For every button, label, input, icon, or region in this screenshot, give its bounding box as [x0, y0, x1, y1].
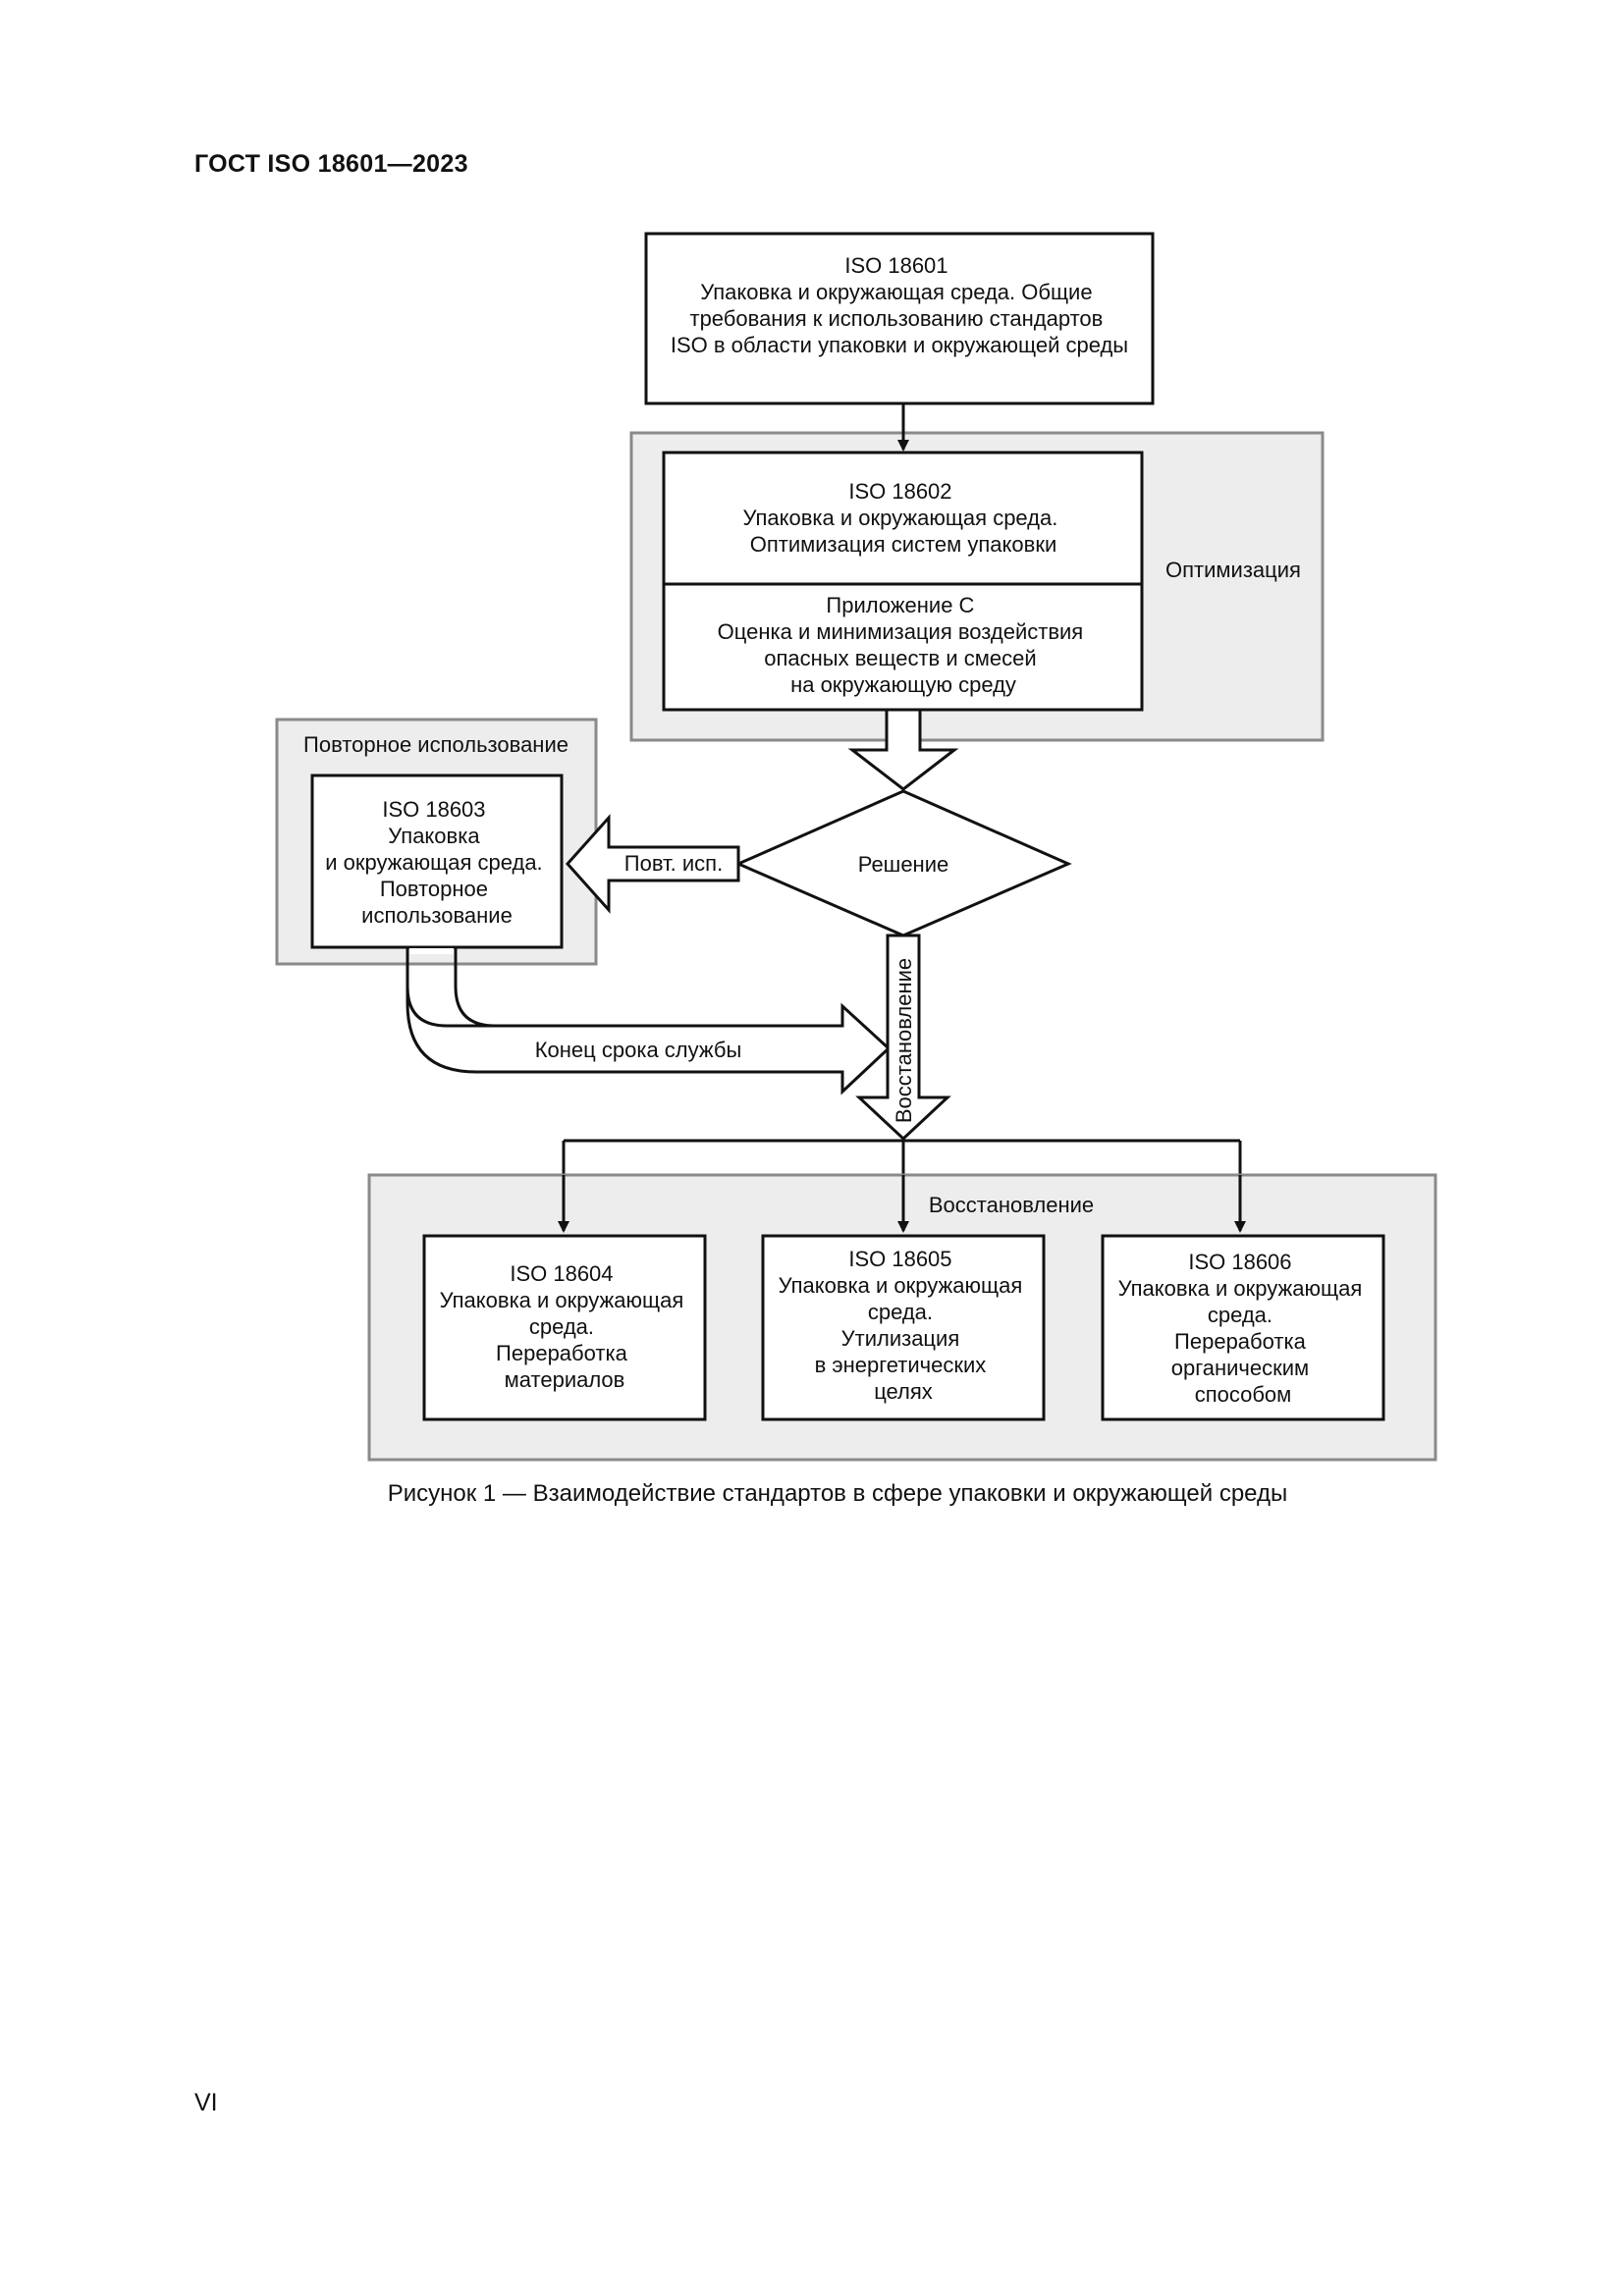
end-of-life-arrow [406, 948, 892, 1095]
figure-caption: Рисунок 1 — Взаимодействие стандартов в … [387, 1480, 1288, 1507]
recovery-vertical-label: Восстановление [892, 958, 916, 1123]
iso18605-box [761, 1234, 1046, 1421]
recovery-label: Восстановление [929, 1193, 1094, 1217]
iso18603-text: ISO 18603 Упаковка и окружающая среда. П… [325, 797, 549, 928]
annex-c-text: Приложение С Оценка и минимизация воздей… [718, 593, 1090, 697]
iso18605-text: ISO 18605 Упаковка и окружающая среда. У… [779, 1247, 1029, 1404]
page-number: VI [194, 2089, 218, 2116]
iso18604-box [422, 1234, 707, 1421]
arrow-to-decision [847, 708, 959, 791]
end-of-life-label: Конец срока службы [535, 1038, 742, 1062]
iso18601-box [644, 232, 1155, 405]
iso18606-box [1101, 1234, 1385, 1421]
recovery-arrow [855, 934, 951, 1142]
iso18604-text: ISO 18604 Упаковка и окружающая среда. П… [440, 1261, 690, 1392]
optimization-label: Оптимизация [1165, 558, 1301, 582]
document-header: ГОСТ ISO 18601—2023 [194, 150, 468, 178]
reuse-label: Повторное использование [303, 732, 568, 757]
iso18602-text: ISO 18602 Упаковка и окружающая среда. О… [743, 479, 1064, 557]
reuse-arrow [565, 814, 740, 914]
iso18606-text: ISO 18606 Упаковка и окружающая среда. П… [1118, 1250, 1369, 1407]
decision-label: Решение [858, 852, 949, 877]
reuse-arrow-label: Повт. исп. [624, 851, 723, 876]
iso18601-text: ISO 18601 Упаковка и окружающая среда. О… [671, 253, 1128, 357]
iso18603-box [310, 774, 564, 949]
